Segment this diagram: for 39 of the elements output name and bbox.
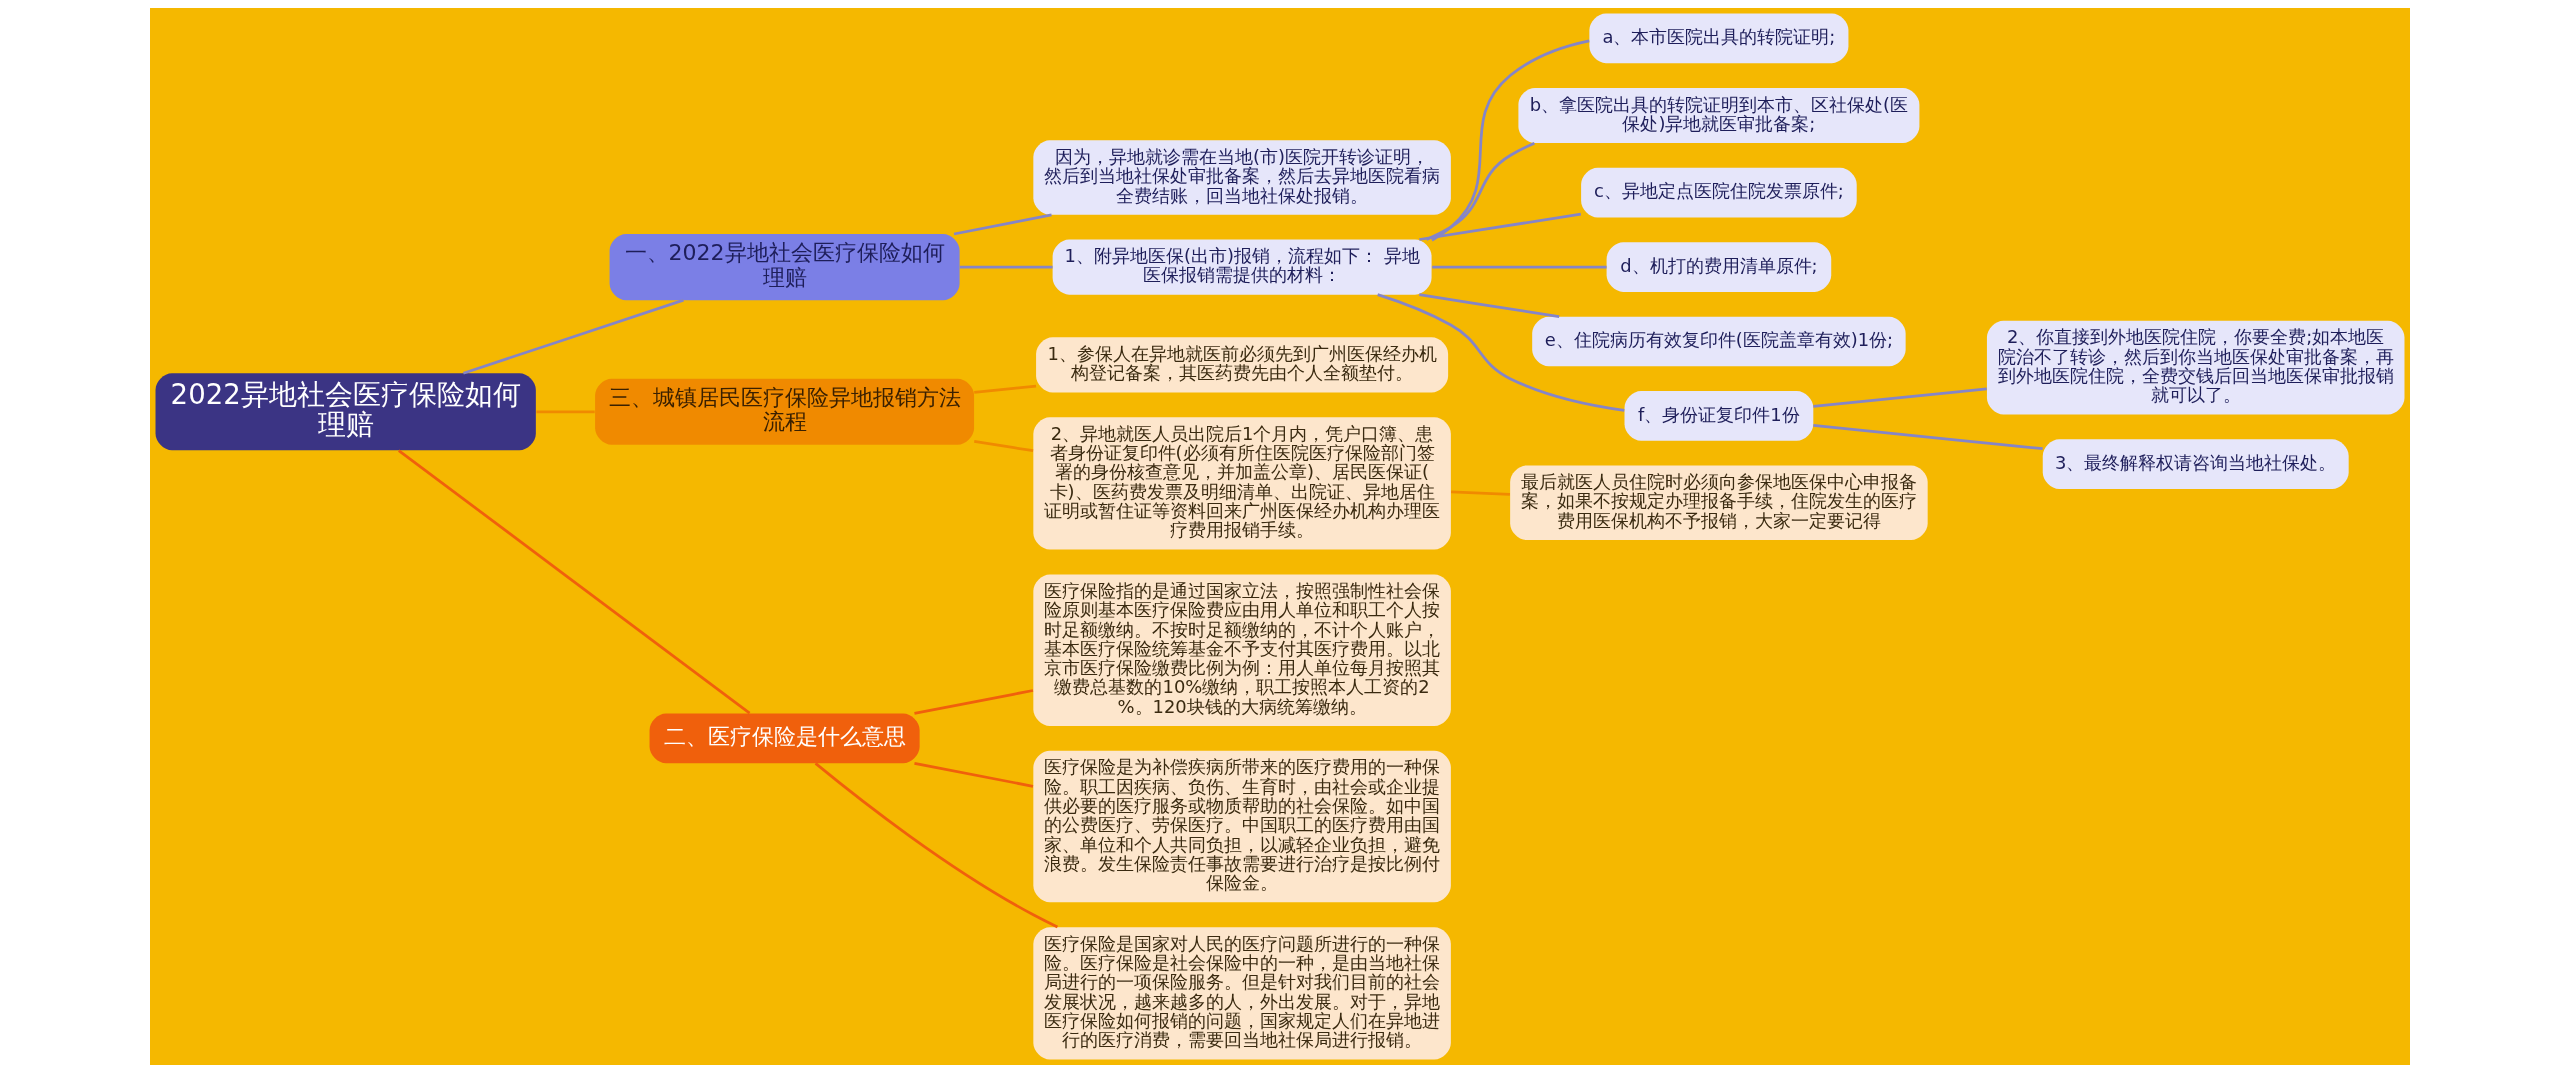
connector (536, 410, 595, 414)
connector (462, 298, 684, 375)
connector (1813, 387, 1987, 408)
connector (1419, 293, 1560, 318)
connector (1432, 265, 1607, 269)
node-box: 2022异地社会医疗保险如何理赔 (155, 373, 536, 451)
connector (914, 761, 1034, 788)
node-box: c、异地定点医院住院发票原件; (1581, 167, 1857, 218)
node-box: 2、你直接到外地医院住院，你要全费;如本地医院治不了转诊，然后到你当地医保处审批备案，再到外地医院住院，全费交钱后回当地医保审批报销就可以了。 (1986, 320, 2405, 415)
node-box: 因为，异地就诊需在当地(市)医院开转诊证明，然后到当地社保处审批备案，然后去异地医院看病全费结账，回当地社保处报销。 (1033, 140, 1451, 215)
node-box: 3、最终解释权请咨询当地社保处。 (2042, 439, 2349, 489)
connector (953, 213, 1052, 236)
node-box: b、拿医院出具的转院证明到本市、区社保处(医保处)异地就医审批备案; (1518, 87, 1920, 144)
connector (974, 384, 1037, 394)
node-box: e、住院病历有效复印件(医院盖章有效)1份; (1532, 316, 1906, 367)
node-box: d、机打的费用清单原件; (1606, 242, 1832, 292)
node-box: 2、异地就医人员出院后1个月内，凭户口簿、患者身份证复印件(必须有所住医院医疗保险部门签署的身份核查意见，并加盖公章)、居民医保证(卡)、医药费发票及明细清单、出院证、异地居住证明或暂住证等资料回来广州医保经办机构办理医疗费用报销手续。 (1033, 417, 1451, 550)
connector (814, 762, 1059, 929)
connector (1431, 39, 1590, 242)
connector (1451, 490, 1510, 496)
node-box: 三、城镇居民医疗保险异地报销方法流程 (595, 378, 975, 445)
node-box: 医疗保险指的是通过国家立法，按照强制性社会保险原则基本医疗保险费应由用人单位和职工个人按时足额缴纳。不按时足额缴纳的，不计个人账户，基本医疗保险统筹基金不予支付其医疗费用。以北京市医疗保险缴费比例为例：用人单位每月按照其缴费总基数的10%缴纳，职工按照本人工资的2%。120块钱的大病统筹缴纳。 (1033, 574, 1451, 726)
node-box: a、本市医院出具的转院证明; (1589, 13, 1849, 64)
connector (398, 449, 751, 715)
connector (1426, 141, 1535, 241)
node-box: 医疗保险是国家对人民的医疗问题所进行的一种保险。医疗保险是社会保险中的一种，是由当地社保局进行的一项保险服务。但是针对我们目前的社会发展状况，越来越多的人，外出发展。对于，异地医疗保险如何报销的问题，国家规定人们在异地进行的医疗消费，需要回当地社保局进行报销。 (1033, 927, 1451, 1060)
connector (959, 265, 1053, 269)
node-box: 一、2022异地社会医疗保险如何理赔 (609, 234, 960, 301)
connector (1377, 293, 1625, 412)
connector (1419, 212, 1582, 241)
node-box: 1、附异地医保(出市)报销，流程如下： 异地医保报销需提供的材料： (1052, 239, 1432, 295)
connector (914, 689, 1034, 715)
node-box: 医疗保险是为补偿疾病所带来的医疗费用的一种保险。职工因疾病、负伤、生育时，由社会或企业提供必要的医疗服务或物质帮助的社会保险。如中国的公费医疗、劳保医疗。中国职工的医疗费用由国家、单位和个人共同负担，以减轻企业负担，避免浪费。发生保险责任事故需要进行治疗是按比例付保险金。 (1033, 750, 1451, 903)
node-box: 二、医疗保险是什么意思 (649, 713, 920, 764)
connector (1813, 424, 2043, 451)
node-box: 最后就医人员住院时必须向参保地医保中心申报备案，如果不按规定办理报备手续，住院发生的医疗费用医保机构不予报销，大家一定要记得 (1510, 465, 1928, 540)
connector (974, 440, 1034, 453)
node-box: f、身份证复印件1份 (1624, 391, 1814, 441)
node-box: 1、参保人在异地就医前必须先到广州医保经办机构登记备案，其医药费先由个人全额垫付。 (1036, 337, 1449, 393)
